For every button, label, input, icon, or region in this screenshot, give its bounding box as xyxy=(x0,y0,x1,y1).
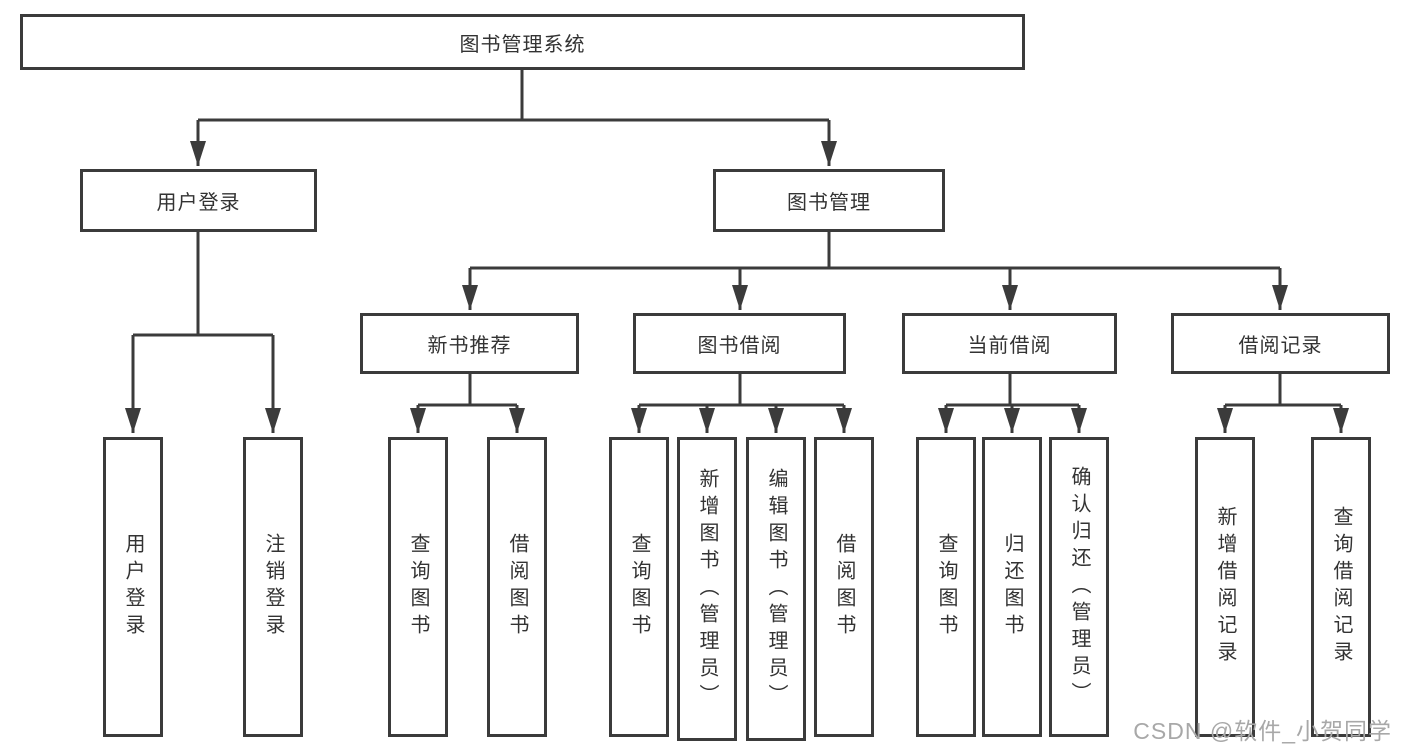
leaf-query-books-borrow: 查询图书 xyxy=(609,437,669,737)
leaf-user-login: 用户登录 xyxy=(103,437,163,737)
leaf-borrow-books-recommend: 借阅图书 xyxy=(487,437,547,737)
leaf-add-book-admin: 新增图书（管理员） xyxy=(677,437,737,741)
leaf-return-book: 归还图书 xyxy=(982,437,1042,737)
leaf-logout-login: 注销登录 xyxy=(243,437,303,737)
node-borrowing-records: 借阅记录 xyxy=(1171,313,1390,374)
leaf-query-books-current: 查询图书 xyxy=(916,437,976,737)
leaf-query-books-recommend: 查询图书 xyxy=(388,437,448,737)
node-book-borrowing: 图书借阅 xyxy=(633,313,846,374)
node-current-borrowing: 当前借阅 xyxy=(902,313,1117,374)
csdn-watermark: CSDN @软件_小贺同学 xyxy=(1133,718,1392,744)
leaf-add-borrow-record: 新增借阅记录 xyxy=(1195,437,1255,737)
node-user-login: 用户登录 xyxy=(80,169,317,232)
node-root: 图书管理系统 xyxy=(20,14,1025,70)
leaf-borrow-books-borrow: 借阅图书 xyxy=(814,437,874,737)
node-new-book-recommendation: 新书推荐 xyxy=(360,313,579,374)
leaf-edit-book-admin: 编辑图书（管理员） xyxy=(746,437,806,741)
leaf-query-borrow-record: 查询借阅记录 xyxy=(1311,437,1371,737)
leaf-confirm-return-admin: 确认归还（管理员） xyxy=(1049,437,1109,737)
node-book-management: 图书管理 xyxy=(713,169,945,232)
